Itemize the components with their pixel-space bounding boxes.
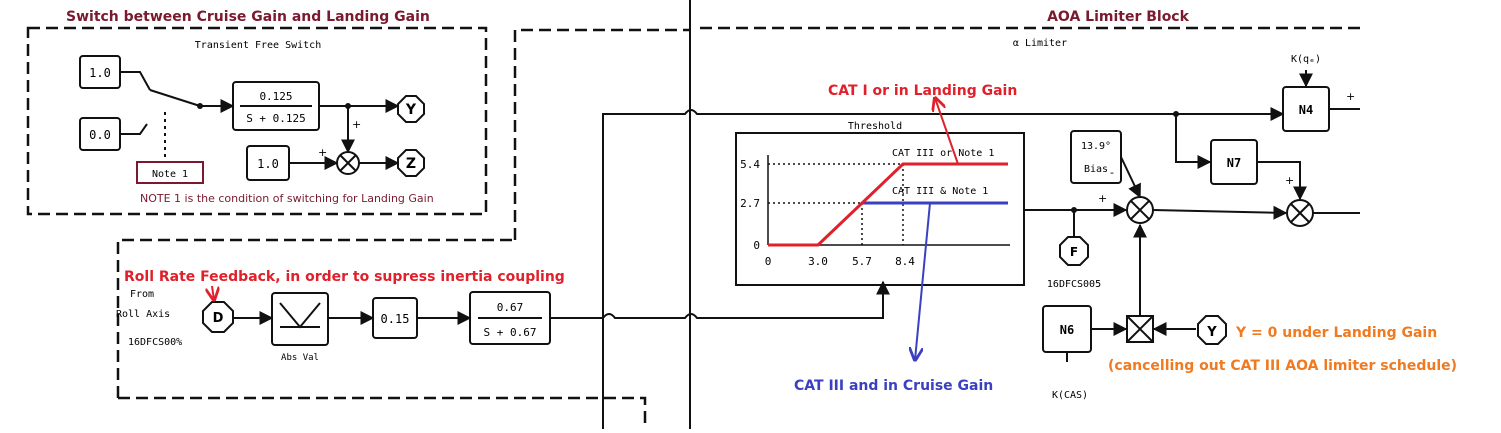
mid-boundary: [513, 28, 690, 240]
input-f-label: F: [1070, 245, 1078, 259]
y-tick-54: 5.4: [740, 158, 760, 171]
tf2-numerator: 0.67: [497, 301, 524, 314]
cat3-annotation: CAT III and in Cruise Gain: [794, 378, 993, 394]
k-cas-label: K(CAS): [1052, 390, 1088, 401]
switch-title: Switch between Cruise Gain and Landing G…: [66, 9, 430, 25]
aoa-title: AOA Limiter Block: [1047, 9, 1190, 25]
aoa-plus-2: +: [1285, 174, 1294, 187]
cat1-curve-label: CAT III or Note 1: [892, 148, 994, 159]
switch-header: Transient Free Switch: [195, 40, 321, 51]
n6-label: N6: [1060, 323, 1074, 337]
k-q-label: K(qₑ): [1291, 54, 1321, 65]
tf1-numerator: 0.125: [259, 90, 292, 103]
note1-box: [136, 161, 204, 184]
switch-block-boundary: [26, 26, 488, 216]
cat3-curve-label: CAT III & Note 1: [892, 186, 988, 197]
x-tick-30: 3.0: [808, 255, 828, 268]
input-y-terminal: [1197, 315, 1227, 345]
x-tick-84: 8.4: [895, 255, 915, 268]
plus-sign-1: +: [318, 146, 327, 159]
y-tick-27: 2.7: [740, 197, 760, 210]
aoa-plus-3: +: [1346, 90, 1355, 103]
from-label-2: Roll Axis: [116, 309, 170, 320]
abs-val-box: [271, 292, 329, 346]
tf2-denominator: S + 0.67: [484, 326, 537, 339]
output-z-terminal: [397, 149, 425, 177]
input-f-terminal: [1059, 236, 1089, 266]
cat1-curve: [768, 162, 1008, 247]
n7-label: N7: [1227, 156, 1241, 170]
tf1-denominator: S + 0.125: [246, 112, 306, 125]
roll-feedback-annotation: Roll Rate Feedback, in order to supress …: [124, 269, 565, 285]
lower-boundary: [118, 396, 647, 429]
note1-label: Note 1: [152, 169, 188, 180]
output-z-label: Z: [406, 156, 416, 172]
input-d-label: D: [213, 311, 224, 326]
plus-sign-2: +: [352, 118, 361, 131]
input-d-terminal: [202, 301, 234, 333]
const-one-label: 1.0: [89, 66, 111, 80]
input-y-label: Y: [1206, 325, 1217, 340]
roll-arrow: [212, 285, 214, 300]
output-y-label: Y: [405, 102, 417, 118]
output-y-terminal: [397, 95, 425, 123]
roll-block-boundary: [116, 238, 515, 398]
cat3-arrow: [915, 202, 931, 360]
aoa-header: α Limiter: [1013, 38, 1067, 49]
bias-value: 13.9°: [1081, 141, 1111, 152]
cat1-annotation: CAT I or in Landing Gain: [828, 83, 1017, 99]
const-zero-label: 0.0: [89, 128, 111, 142]
const-one-b-label: 1.0: [257, 157, 279, 171]
n4-label: N4: [1299, 103, 1313, 117]
cancel-annotation: (cancelling out CAT III AOA limiter sche…: [1108, 358, 1457, 374]
aoa-plus-1: +: [1098, 192, 1107, 205]
y-tick-0: 0: [753, 239, 760, 252]
threshold-axes: [767, 155, 1010, 246]
x-tick-0: 0: [765, 255, 772, 268]
bias-label: Bias: [1084, 164, 1108, 175]
threshold-label: Threshold: [848, 121, 902, 132]
abs-val-label: Abs Val: [281, 353, 319, 363]
f-source-label: 16DFCS005: [1047, 279, 1101, 290]
from-label-1: From: [130, 289, 154, 300]
gain-015-label: 0.15: [381, 312, 410, 326]
from-label-3: 16DFCS00%: [128, 337, 182, 348]
note1-caption: NOTE 1 is the condition of switching for…: [140, 192, 434, 205]
x-tick-57: 5.7: [852, 255, 872, 268]
dashed-boundaries: [26, 26, 1360, 429]
aoa-minus: -: [1110, 166, 1114, 179]
cat1-arrow: [935, 98, 959, 165]
y-zero-annotation: Y = 0 under Landing Gain: [1235, 325, 1437, 341]
